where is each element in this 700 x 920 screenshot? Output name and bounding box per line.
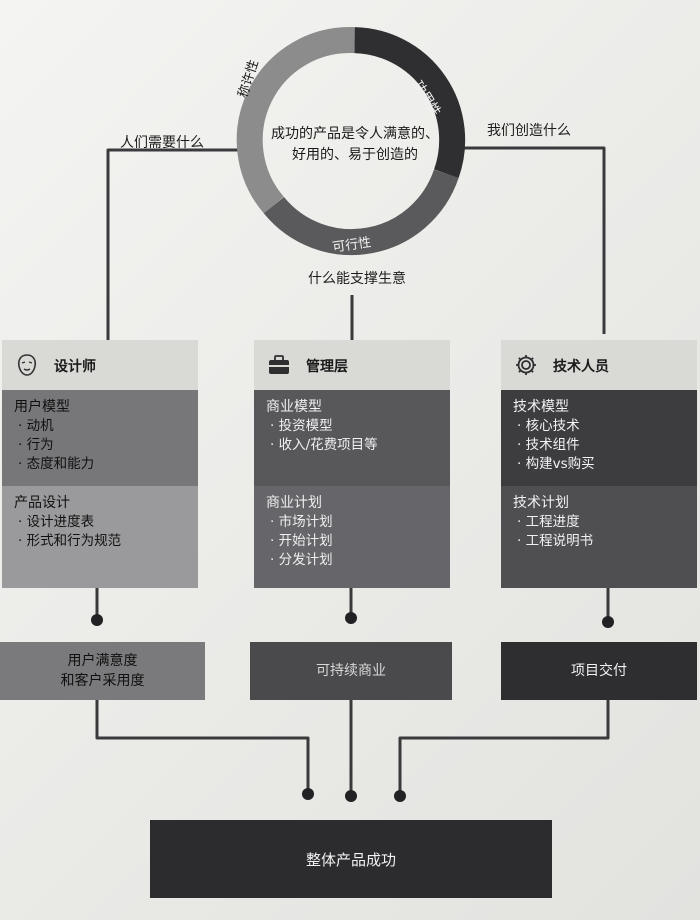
result-line: 和客户采用度	[60, 673, 145, 689]
overall-product-success: 整体产品成功	[150, 820, 552, 898]
gear-icon	[516, 355, 536, 375]
list-item: 分发计划	[270, 551, 438, 570]
list-item: 核心技术	[517, 417, 685, 436]
column-title: 设计师	[54, 359, 96, 375]
product-design-section: 产品设计 设计进度表 形式和行为规范	[2, 486, 198, 588]
list-item: 市场计划	[270, 513, 438, 532]
technical-model-section: 技术模型 核心技术 技术组件 构建vs购买	[501, 390, 697, 486]
list-item: 行为	[18, 436, 186, 455]
list-item: 收入/花费项目等	[270, 436, 438, 455]
list-item: 开始计划	[270, 532, 438, 551]
ring-segment-viability	[353, 27, 466, 179]
ring-segment-feasibility	[263, 169, 459, 256]
ring-segment-desirability	[236, 27, 356, 214]
column-designer: 设计师 用户模型 动机 行为 态度和能力 产品设计 设计进度表 形式和行为规范	[2, 340, 198, 588]
column-management: 管理层 商业模型 投资模型 收入/花费项目等 商业计划 市场计划 开始计划 分发…	[254, 340, 450, 588]
section-heading: 商业计划	[266, 495, 322, 511]
list-item: 工程进度	[517, 513, 685, 532]
list-item: 动机	[18, 417, 186, 436]
column-header: 管理层	[254, 340, 450, 390]
section-heading: 产品设计	[14, 495, 70, 511]
result-project-delivery: 项目交付	[501, 642, 697, 700]
list-item: 构建vs购买	[517, 455, 685, 474]
section-heading: 用户模型	[14, 399, 70, 415]
column-technical: 技术人员 技术模型 核心技术 技术组件 构建vs购买 技术计划 工程进度 工程说…	[501, 340, 697, 588]
result-user-satisfaction: 用户满意度 和客户采用度	[0, 642, 205, 700]
section-heading: 技术模型	[513, 399, 569, 415]
question-left: 人们需要什么	[120, 135, 204, 151]
designer-face-icon	[17, 354, 37, 376]
column-title: 技术人员	[553, 359, 609, 375]
section-heading: 技术计划	[513, 495, 569, 511]
question-bottom: 什么能支撑生意	[308, 271, 406, 287]
ring-center-text: 成功的产品是令人满意的、 好用的、易于创造的	[271, 126, 439, 163]
result-line: 可持续商业	[316, 663, 386, 679]
business-plan-section: 商业计划 市场计划 开始计划 分发计划	[254, 486, 450, 588]
business-model-section: 商业模型 投资模型 收入/花费项目等	[254, 390, 450, 486]
list-item: 形式和行为规范	[18, 532, 186, 551]
result-sustainable-business: 可持续商业	[250, 642, 452, 700]
column-header: 设计师	[2, 340, 198, 390]
question-right: 我们创造什么	[487, 123, 571, 139]
result-line: 项目交付	[571, 663, 627, 679]
briefcase-icon	[269, 355, 289, 374]
column-header: 技术人员	[501, 340, 697, 390]
section-heading: 商业模型	[266, 399, 322, 415]
list-item: 态度和能力	[18, 455, 186, 474]
technical-plan-section: 技术计划 工程进度 工程说明书	[501, 486, 697, 588]
list-item: 设计进度表	[18, 513, 186, 532]
column-title: 管理层	[306, 359, 348, 375]
result-line: 用户满意度	[67, 653, 138, 669]
list-item: 技术组件	[517, 436, 685, 455]
list-item: 投资模型	[270, 417, 438, 436]
user-model-section: 用户模型 动机 行为 态度和能力	[2, 390, 198, 486]
list-item: 工程说明书	[517, 532, 685, 551]
